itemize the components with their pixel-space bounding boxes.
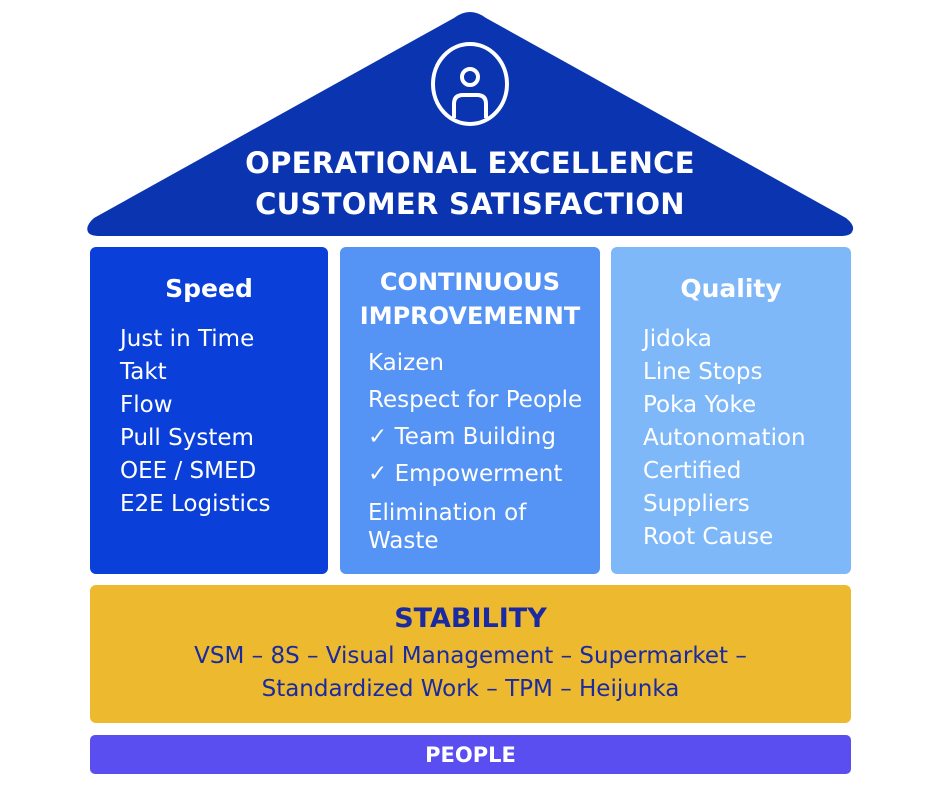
people-base: PEOPLE: [90, 735, 851, 774]
list-item: Elimination of Waste: [368, 500, 527, 554]
list-item: Certified: [643, 458, 742, 484]
stability-title: STABILITY: [394, 603, 547, 634]
list-item: Poka Yoke: [643, 392, 757, 418]
stability-items: VSM – 8S – Visual Management – Supermark…: [194, 643, 747, 702]
user-circle-icon: [431, 42, 509, 126]
pillar-quality: Quality Jidoka Line Stops Poka Yoke Auto…: [611, 247, 851, 574]
list-item: Flow: [120, 392, 173, 418]
pillar-title: Quality: [680, 274, 782, 303]
list-item: Autonomation: [643, 425, 806, 451]
pillar-title-line1: CONTINUOUS: [379, 268, 561, 296]
roof-title: OPERATIONAL EXCELLENCE CUSTOMER SATISFAC…: [88, 143, 852, 225]
list-item: Jidoka: [643, 326, 712, 352]
list-item: Pull System: [120, 425, 254, 451]
list-item: Kaizen: [368, 350, 444, 376]
list-item: OEE / SMED: [120, 458, 257, 484]
list-item: Respect for People: [368, 387, 583, 413]
pillar-title: CONTINUOUS IMPROVEMENNT: [340, 265, 600, 333]
roof: [87, 12, 854, 236]
list-item: ✓ Team Building: [368, 424, 556, 450]
pillar-title-line2: IMPROVEMENNT: [359, 302, 581, 330]
list-item: ✓ Empowerment: [368, 461, 563, 487]
pillar-continuous-improvement: CONTINUOUS IMPROVEMENNT Kaizen Respect f…: [340, 247, 600, 574]
pillar-speed: Speed Just in Time Takt Flow Pull System…: [90, 247, 328, 574]
list-item: Takt: [120, 359, 167, 385]
list-item: Line Stops: [643, 359, 763, 385]
list-item: Suppliers: [643, 491, 750, 517]
roof-title-line2: CUSTOMER SATISFACTION: [255, 187, 685, 221]
list-item: E2E Logistics: [120, 491, 271, 517]
roof-title-line1: OPERATIONAL EXCELLENCE: [245, 146, 695, 180]
list-item: Just in Time: [120, 326, 255, 352]
stability-foundation: STABILITY VSM – 8S – Visual Management –…: [90, 585, 851, 723]
list-item: Root Cause: [643, 524, 774, 550]
pillar-title: Speed: [165, 274, 253, 303]
